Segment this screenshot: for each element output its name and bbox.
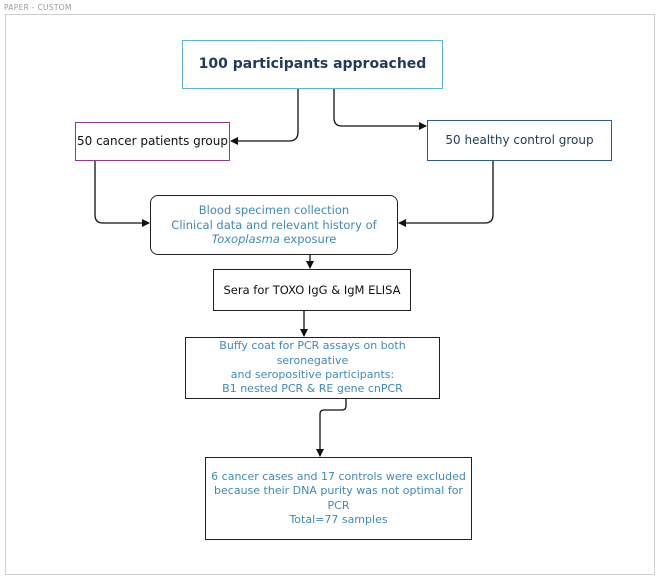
excluded-line-2: because their DNA purity was not optimal… — [214, 484, 463, 498]
arrow-healthy-to-blood — [398, 161, 494, 227]
blood-line-3-rest: exposure — [279, 232, 337, 247]
healthy-group-text: 50 healthy control group — [445, 133, 594, 147]
diagram-frame — [5, 14, 655, 575]
page-label: PAPER - CUSTOM — [4, 3, 72, 12]
arrow-cancer-to-blood — [94, 161, 150, 227]
participants-approached-box: 100 participants approached — [182, 40, 443, 89]
sera-elisa-text: Sera for TOXO IgG & IgM ELISA — [223, 282, 401, 297]
cancer-group-box: 50 cancer patients group — [75, 122, 230, 161]
excluded-line-3: PCR — [327, 498, 350, 512]
blood-line-2: Clinical data and relevant history of — [171, 217, 377, 232]
buffy-line-1: Buffy coat for PCR assays on both serone… — [219, 339, 406, 367]
arrow-buffy-to-excluded — [316, 399, 347, 457]
buffy-line-3: B1 nested PCR & RE gene cnPCR — [222, 382, 403, 396]
sera-elisa-box: Sera for TOXO IgG & IgM ELISA — [213, 269, 411, 311]
toxoplasma-italic: Toxoplasma — [211, 232, 280, 247]
excluded-line-1: 6 cancer cases and 17 controls were excl… — [211, 469, 466, 483]
participants-approached-text: 100 participants approached — [198, 55, 427, 72]
buffy-line-2: and seropositive participants: — [230, 368, 395, 381]
arrow-top-to-cancer — [230, 89, 299, 145]
cancer-group-text: 50 cancer patients group — [77, 134, 228, 148]
blood-line-1: Blood specimen collection — [198, 203, 350, 218]
excluded-samples-box: 6 cancer cases and 17 controls were excl… — [205, 457, 472, 540]
blood-line-3: Toxoplasma exposure — [212, 232, 337, 246]
blood-collection-box: Blood specimen collection Clinical data … — [150, 195, 398, 255]
arrow-top-to-healthy — [333, 89, 427, 130]
healthy-group-box: 50 healthy control group — [427, 120, 612, 161]
buffy-coat-pcr-box: Buffy coat for PCR assays on both serone… — [185, 337, 440, 399]
excluded-line-4: Total=77 samples — [289, 512, 388, 526]
